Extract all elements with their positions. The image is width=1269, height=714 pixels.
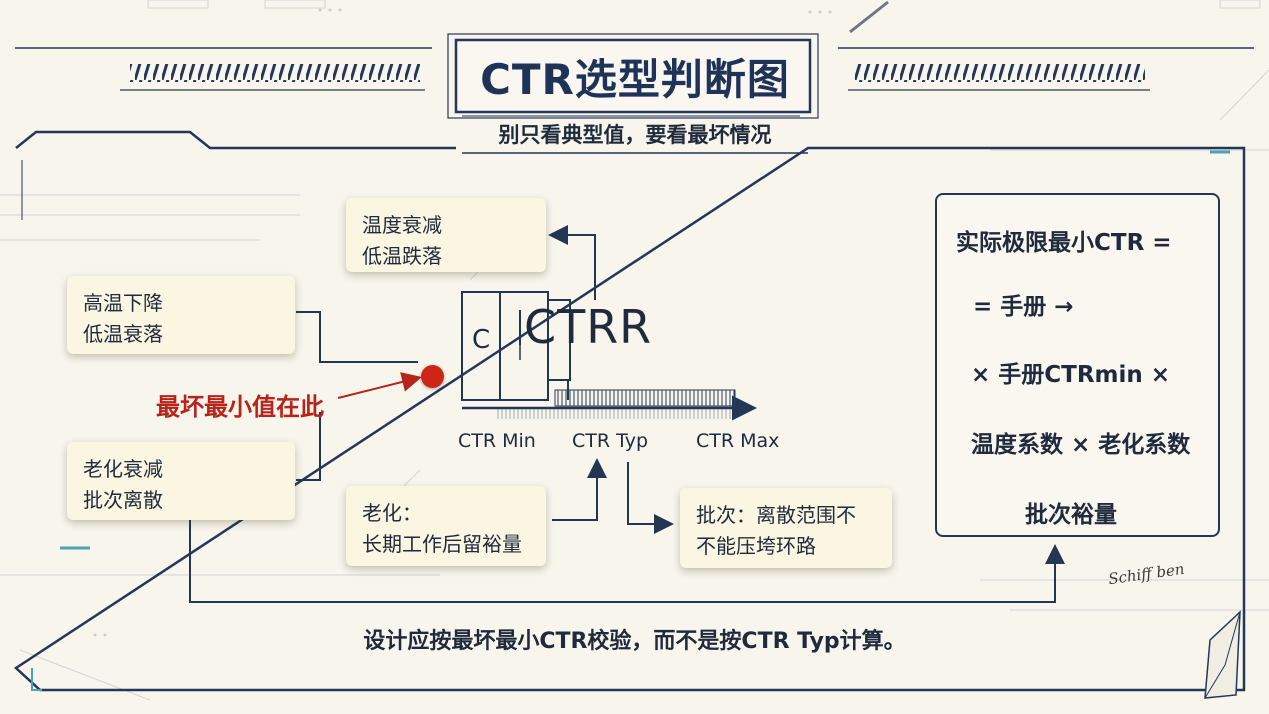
note-aging: 老化衰减 批次离散 [67,442,295,520]
axis-label-typ: CTR Typ [572,430,649,452]
note-line: 批次：离散范围不 [696,503,856,527]
note-line: 老化： [362,501,422,525]
note-high-temp: 高温下降 低温衰落 [67,276,295,354]
formula-line: = 手册 → [973,294,1074,320]
note-aging-margin: 老化： 长期工作后留裕量 [346,486,546,566]
note-line: 低温跌落 [362,244,442,268]
note-line: 批次离散 [83,488,163,512]
axis-label-min: CTR Min [458,430,536,452]
formula-box: 实际极限最小CTR = = 手册 → × 手册CTRmin × 温度系数 × 老… [935,193,1220,537]
component-symbol [461,291,571,401]
note-line: 低温衰落 [83,322,163,346]
formula-line: × 手册CTRmin × [971,362,1171,388]
note-line: 温度衰减 [362,213,442,237]
axis-label-max: CTR Max [696,430,780,452]
component-label: CTRR [524,300,653,354]
diagram-subtitle: 别只看典型值，要看最坏情况 [498,123,772,147]
note-line: 长期工作后留裕量 [362,532,522,556]
note-line: 不能压垮环路 [696,534,816,558]
formula-line: 实际极限最小CTR = [956,230,1172,256]
title-box: CTR选型判断图 [460,40,810,112]
worst-case-arrow [337,372,422,399]
title-frame [454,38,812,114]
formula-line: 批次裕量 [1025,502,1117,528]
note-batch: 批次：离散范围不 不能压垮环路 [680,488,892,568]
worst-case-dot [421,365,444,388]
note-line: 老化衰减 [83,457,163,481]
component-side-label: C [472,325,491,355]
bottom-note: 设计应按最坏最小CTR校验，而不是按CTR Typ计算。 [363,629,906,654]
formula-line: 温度系数 × 老化系数 [971,432,1191,458]
diagram-title: CTR选型判断图 [480,54,790,104]
panel-outline [13,130,1246,692]
worst-case-label: 最坏最小值在此 [156,393,324,421]
note-line: 高温下降 [83,291,163,315]
note-temperature: 温度衰减 低温跌落 [346,198,546,272]
